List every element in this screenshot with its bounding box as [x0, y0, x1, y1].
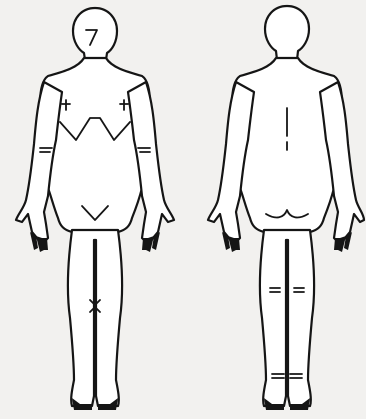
front-legs — [68, 230, 122, 406]
front-view-figure — [16, 8, 174, 410]
back-view-figure — [208, 6, 364, 410]
back-legs — [260, 230, 314, 406]
front-torso — [40, 58, 150, 236]
back-head — [265, 6, 309, 60]
